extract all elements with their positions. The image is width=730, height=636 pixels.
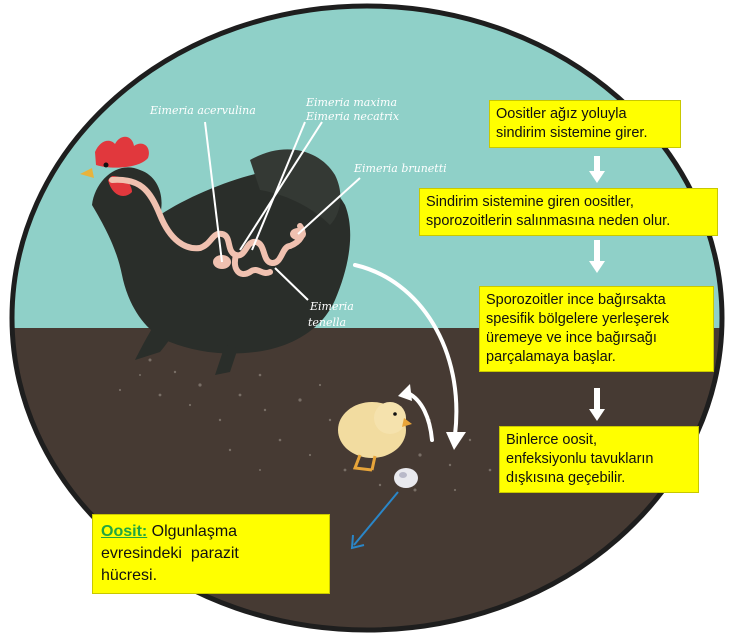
- step-box-1: Oositler ağız yoluyla sindirim sistemine…: [489, 100, 681, 148]
- label-eimeria-acervulina: Eimeria acervulina: [150, 104, 256, 117]
- step-1-line-2: sindirim sistemine girer.: [496, 124, 674, 143]
- definition-term: Oosit:: [101, 523, 147, 540]
- step-3-line-4: parçalamaya başlar.: [486, 348, 707, 367]
- definition-line-1: Oosit: Olgunlaşma: [101, 521, 321, 543]
- label-eimeria-tenella-2: tenella: [308, 316, 346, 329]
- hen-eye: [104, 163, 109, 168]
- definition-line-2: evresindeki parazit: [101, 543, 321, 565]
- step-1-line-1: Oositler ağız yoluyla: [496, 105, 674, 124]
- step-box-4: Binlerce oosit, enfeksiyonlu tavukların …: [499, 426, 699, 493]
- step-box-3: Sporozoitler ince bağırsakta spesifik bö…: [479, 286, 714, 372]
- step-3-line-3: üremeye ve ince bağırsağı: [486, 329, 707, 348]
- label-eimeria-brunetti: Eimeria brunetti: [354, 162, 447, 175]
- oocyst-pile: [394, 468, 418, 488]
- step-4-line-3: dışkısına geçebilir.: [506, 469, 692, 488]
- label-eimeria-maxima: Eimeria maxima: [306, 96, 397, 109]
- step-3-line-2: spesifik bölgelere yerleşerek: [486, 310, 707, 329]
- definition-text-1: Olgunlaşma: [147, 523, 237, 540]
- step-4-line-2: enfeksiyonlu tavukların: [506, 450, 692, 469]
- step-4-line-1: Binlerce oosit,: [506, 431, 692, 450]
- label-eimeria-necatrix: Eimeria necatrix: [306, 110, 399, 123]
- oocyst-definition-box: Oosit: Olgunlaşma evresindeki parazit hü…: [92, 514, 330, 594]
- definition-line-3: hücresi.: [101, 565, 321, 587]
- step-3-line-1: Sporozoitler ince bağırsakta: [486, 291, 707, 310]
- step-box-2: Sindirim sistemine giren oositler, sporo…: [419, 188, 718, 236]
- step-2-line-2: sporozoitlerin salınmasına neden olur.: [426, 212, 711, 231]
- step-2-line-1: Sindirim sistemine giren oositler,: [426, 193, 711, 212]
- label-eimeria-tenella-1: Eimeria: [310, 300, 354, 313]
